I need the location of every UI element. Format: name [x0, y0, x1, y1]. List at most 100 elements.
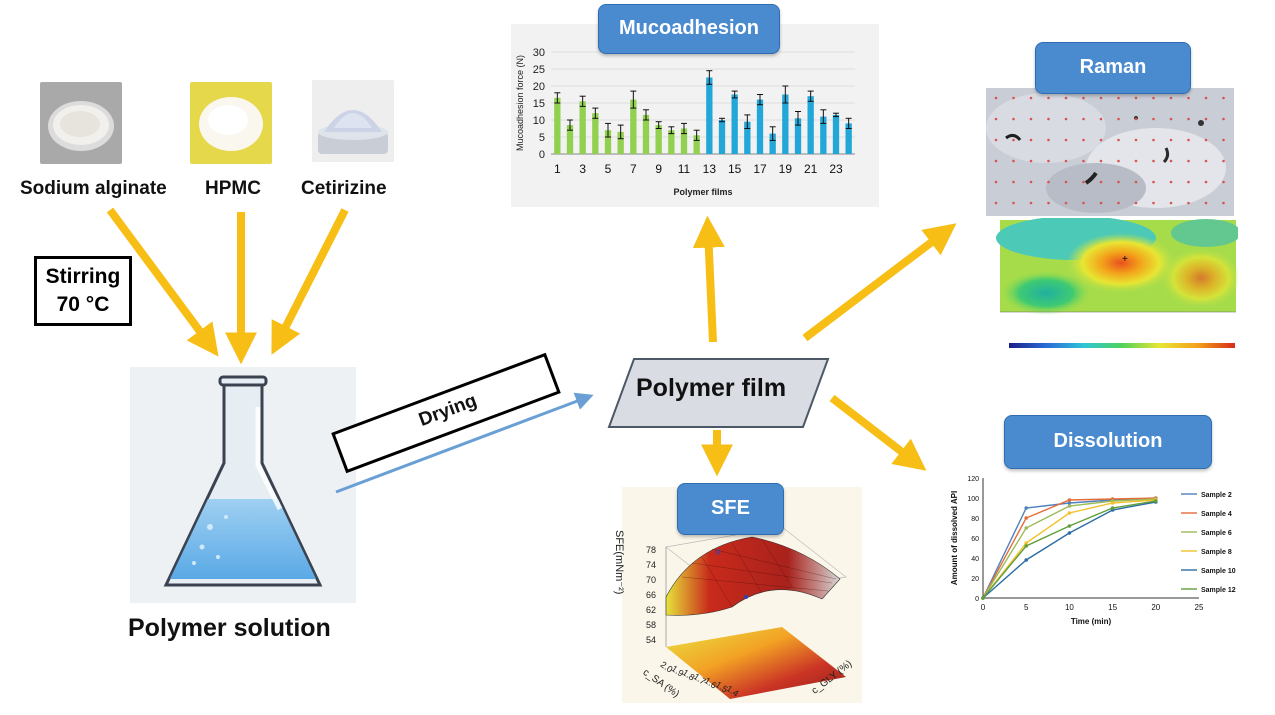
series-point — [1024, 516, 1028, 520]
raman-point — [1134, 159, 1138, 163]
bar — [832, 114, 840, 154]
raman-point — [1187, 180, 1190, 184]
bar — [782, 94, 789, 154]
series-point — [1024, 558, 1028, 562]
flask-panel — [130, 367, 356, 603]
y-axis-label: Amount of dissolved API — [950, 491, 959, 585]
raman-point — [1099, 117, 1103, 121]
raman-heatmap: + — [986, 218, 1238, 326]
y-tick-label: 120 — [967, 476, 979, 483]
ingredient-label-hpmc: HPMC — [205, 178, 261, 199]
bar — [744, 121, 751, 154]
x-tick-label: 1 — [554, 162, 561, 176]
raman-point — [1029, 117, 1033, 121]
sfe-z-tick: 58 — [646, 620, 656, 630]
raman-point — [1029, 138, 1033, 142]
raman-point — [1152, 159, 1155, 163]
raman-point — [1152, 180, 1155, 184]
raman-point — [1047, 180, 1050, 184]
raman-point — [1117, 180, 1120, 184]
x-tick-label: 20 — [1151, 603, 1160, 612]
raman-point — [1117, 117, 1120, 121]
sfe-z-tick: 78 — [646, 545, 656, 555]
x-tick-label: 11 — [678, 162, 691, 176]
sfe-z-tick: 74 — [646, 560, 656, 570]
raman-point — [1204, 201, 1208, 205]
y-tick-label: 20 — [971, 576, 979, 583]
arrow-sodium-alginate — [106, 207, 219, 357]
bar — [680, 128, 688, 154]
series-point — [981, 596, 985, 600]
arrow-to-dissolution — [829, 394, 927, 471]
raman-point — [1222, 138, 1225, 142]
x-tick-label: 9 — [655, 162, 662, 176]
raman-point — [1152, 201, 1155, 205]
y-tick-label: 15 — [533, 98, 545, 110]
raman-point — [1047, 117, 1050, 121]
raman-point — [1169, 201, 1173, 205]
x-axis-label: Time (min) — [1071, 617, 1112, 626]
series-point — [1024, 544, 1028, 548]
raman-point — [1047, 201, 1050, 205]
raman-point — [1222, 201, 1225, 205]
y-tick-label: 0 — [975, 596, 979, 603]
y-tick-label: 100 — [967, 496, 979, 503]
raman-point — [1117, 96, 1120, 100]
legend-label: Sample 10 — [1201, 568, 1236, 575]
arrow-to-mucoadhesion — [692, 215, 725, 343]
raman-point — [1152, 117, 1155, 121]
stirring-label: Stirring — [45, 265, 121, 288]
raman-title: Raman — [1035, 42, 1191, 94]
x-tick-label: 7 — [630, 162, 637, 176]
raman-point — [1134, 96, 1138, 100]
series-point — [1154, 499, 1158, 503]
y-tick-label: 5 — [539, 132, 545, 144]
y-tick-label: 10 — [533, 115, 545, 127]
raman-point — [1012, 96, 1015, 100]
raman-point — [1064, 159, 1068, 163]
raman-point — [994, 117, 998, 121]
series-point — [1067, 501, 1072, 505]
raman-point — [1204, 159, 1208, 163]
raman-point — [1187, 138, 1190, 142]
y-tick-label: 30 — [533, 47, 545, 59]
raman-point — [1099, 180, 1103, 184]
raman-point — [1117, 201, 1120, 205]
raman-point — [1029, 201, 1033, 205]
raman-point — [994, 138, 998, 142]
series-point — [1110, 506, 1115, 510]
series-point — [1067, 531, 1072, 535]
cetirizine-photo — [312, 80, 394, 162]
raman-point — [1134, 138, 1138, 142]
y-tick-label: 40 — [971, 556, 979, 563]
raman-point — [1152, 138, 1155, 142]
raman-point — [1047, 138, 1050, 142]
bar — [617, 131, 624, 154]
series-point — [1067, 511, 1072, 515]
raman-point — [1047, 96, 1050, 100]
raman-colorbar — [1009, 343, 1235, 348]
raman-point — [1169, 159, 1173, 163]
bar — [566, 125, 574, 154]
raman-point — [1169, 117, 1173, 121]
raman-point — [1064, 180, 1068, 184]
sodium-alginate-photo — [40, 82, 122, 164]
legend-label: Sample 8 — [1201, 549, 1232, 556]
x-tick-label: 13 — [703, 162, 717, 176]
x-tick-label: 25 — [1195, 603, 1204, 612]
bar — [820, 116, 827, 154]
legend-label: Sample 6 — [1201, 530, 1232, 537]
sfe-z-tick: 54 — [646, 635, 656, 645]
raman-point — [1012, 138, 1015, 142]
raman-point — [1099, 159, 1103, 163]
series-point — [1110, 501, 1115, 505]
x-tick-label: 3 — [579, 162, 586, 176]
raman-point — [1082, 117, 1085, 121]
series-point — [1067, 498, 1072, 502]
x-tick-label: 17 — [753, 162, 767, 176]
polymer-film-label: Polymer film — [636, 374, 787, 402]
bar — [642, 114, 650, 154]
y-tick-label: 80 — [971, 516, 979, 523]
